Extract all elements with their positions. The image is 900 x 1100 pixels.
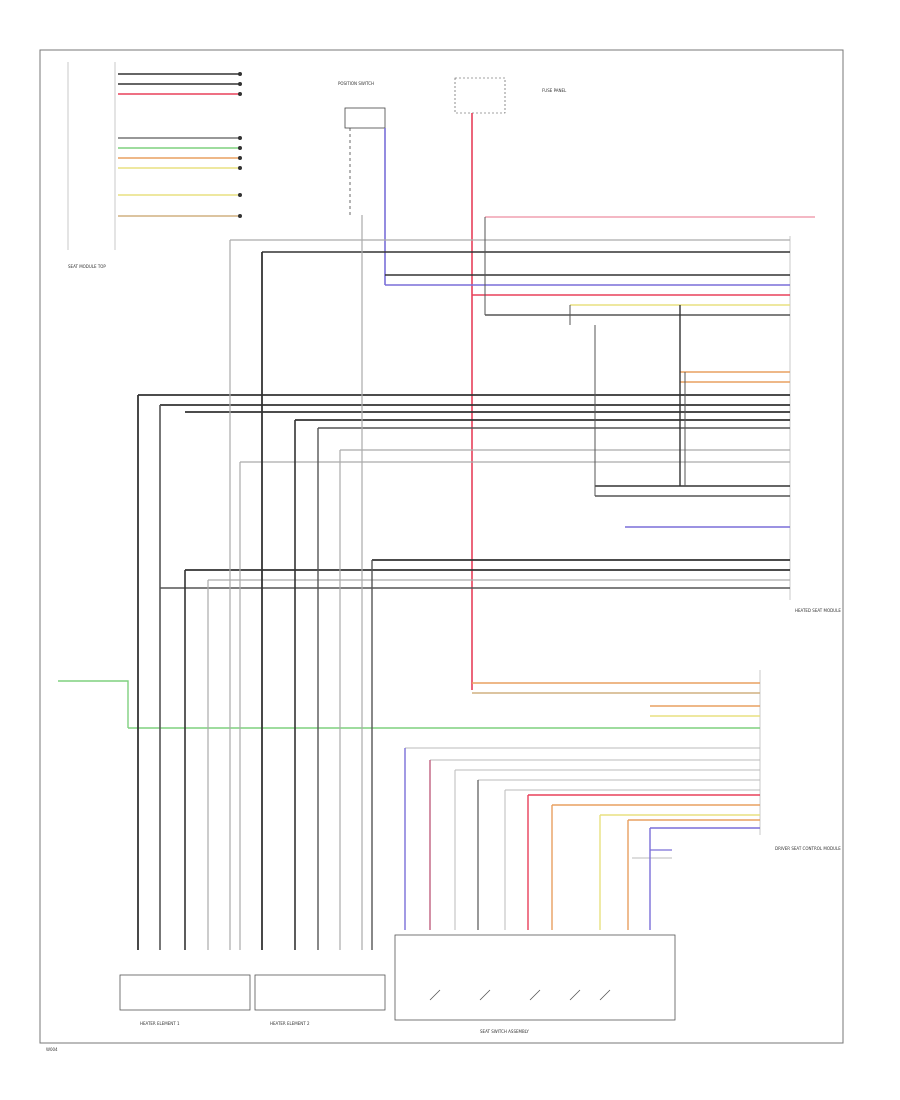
heated-seat-module-label: HEATED SEAT MODULE xyxy=(795,608,841,613)
driver-seat-module-connector: DRIVER SEAT CONTROL MODULE xyxy=(759,670,841,851)
footer-code: W004 xyxy=(46,1047,58,1052)
heater-element-2: HEATER ELEMENT 2 xyxy=(254,974,386,1026)
seat-module-top-connector: SEAT MODULE TOP xyxy=(67,62,242,269)
vertical-wires-left xyxy=(137,215,686,950)
position-switch-label: POSITION SWITCH xyxy=(338,81,374,86)
fuse-panel: FUSE PANEL xyxy=(454,77,567,690)
fuse-panel-label: FUSE PANEL xyxy=(542,88,567,93)
wire-green-left xyxy=(58,680,129,728)
heated-seat-module-connector: HEATED SEAT MODULE xyxy=(789,236,841,613)
heater-element-1-label: HEATER ELEMENT 1 xyxy=(140,1021,180,1026)
position-switch: POSITION SWITCH xyxy=(338,81,386,285)
diagram-frame xyxy=(39,49,844,1044)
seat-switch-assembly-label: SEAT SWITCH ASSEMBLY xyxy=(480,1029,529,1034)
heater-element-1: HEATER ELEMENT 1 xyxy=(119,974,251,1026)
wire-bundle xyxy=(128,216,815,859)
driver-seat-module-label: DRIVER SEAT CONTROL MODULE xyxy=(775,846,841,851)
heater-element-2-label: HEATER ELEMENT 2 xyxy=(270,1021,310,1026)
seat-module-top-label: SEAT MODULE TOP xyxy=(68,264,106,269)
seat-switch-assembly: SEAT SWITCH ASSEMBLY xyxy=(394,934,676,1034)
vertical-wires-switch xyxy=(404,748,651,930)
